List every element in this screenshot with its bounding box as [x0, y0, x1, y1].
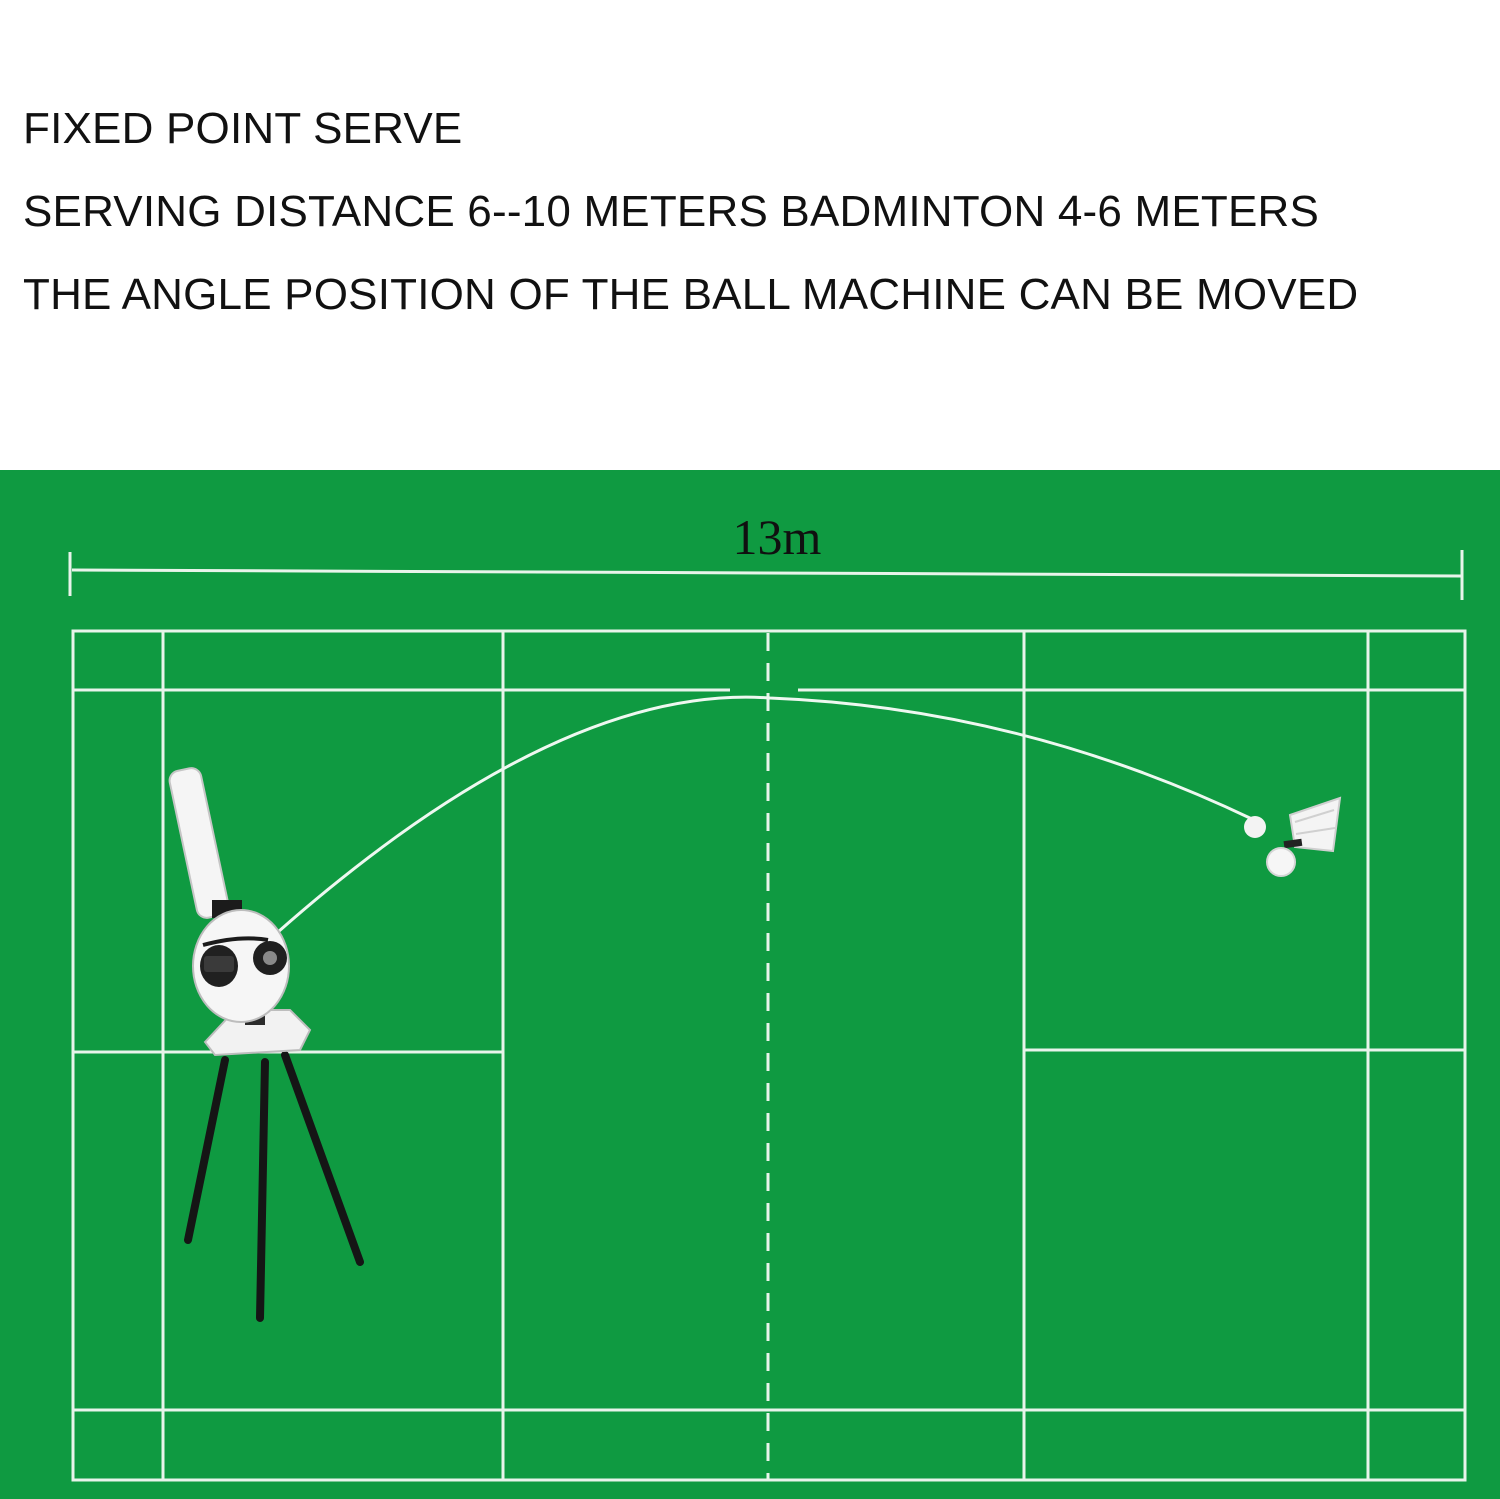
court-diagram: 13m — [0, 470, 1500, 1499]
dimension-line-main — [71, 568, 1462, 578]
ball-machine-icon — [168, 767, 364, 1322]
caption-line-fixed-point-serve: FIXED POINT SERVE — [23, 104, 463, 153]
court-length-label: 13m — [733, 509, 822, 565]
shuttle-ball-in-flight — [1244, 816, 1266, 838]
court-lines — [71, 629, 1467, 1482]
serve-trajectory — [277, 695, 1253, 934]
caption-line-serving-distance: SERVING DISTANCE 6--10 METERS BADMINTON … — [23, 187, 1320, 236]
dimension-line — [68, 550, 1464, 600]
shuttlecock-icon — [1266, 796, 1342, 877]
caption-block: FIXED POINT SERVE SERVING DISTANCE 6--10… — [0, 0, 1500, 470]
court-svg: 13m — [0, 470, 1500, 1499]
caption-line-angle-position: THE ANGLE POSITION OF THE BALL MACHINE C… — [23, 270, 1359, 319]
